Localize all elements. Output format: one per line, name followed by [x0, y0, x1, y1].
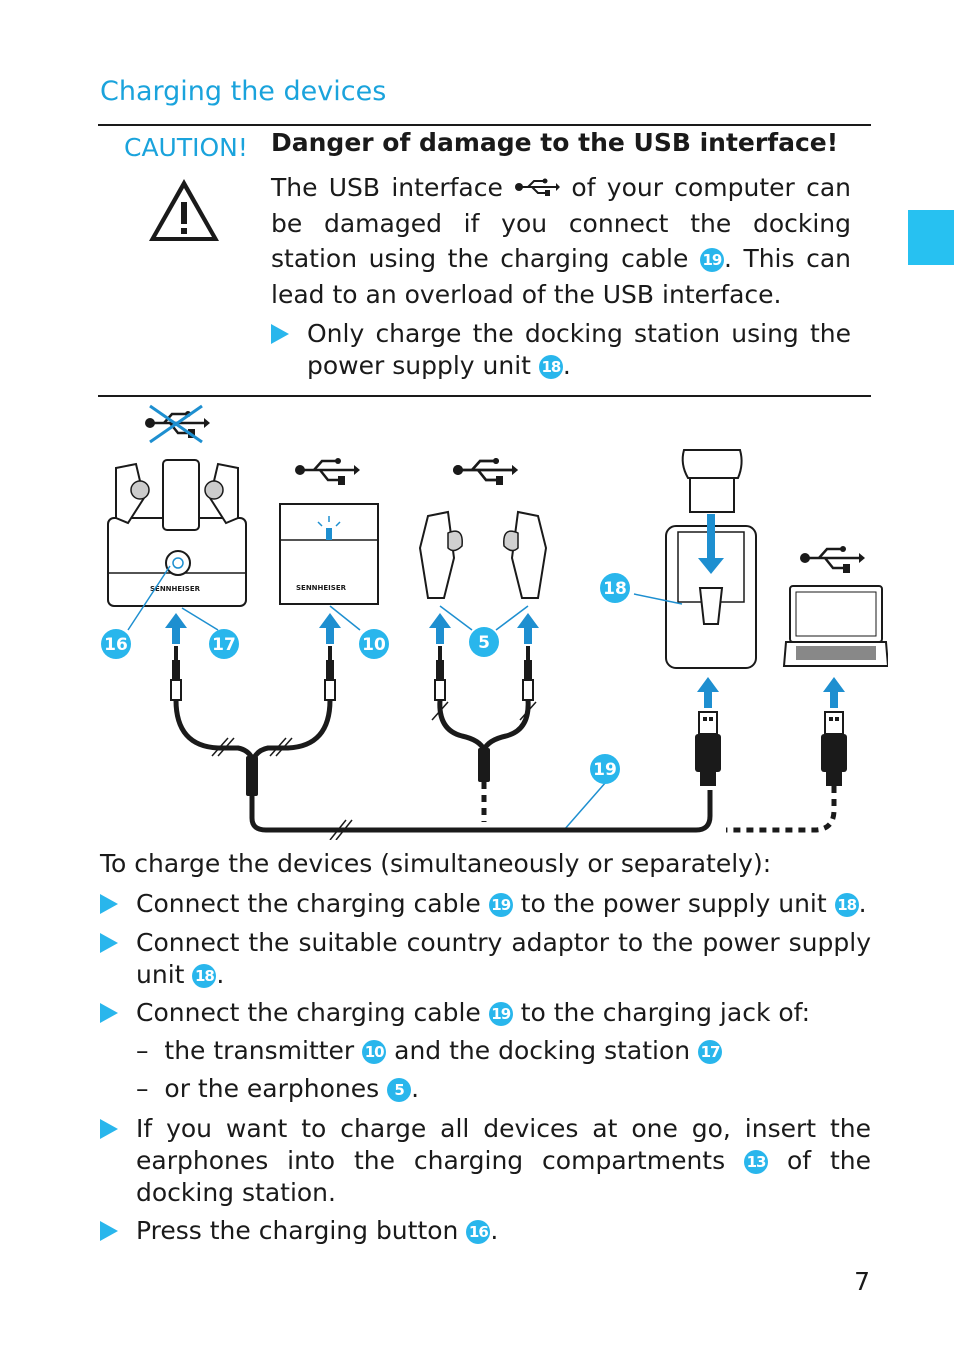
usb-icon — [515, 178, 561, 196]
bullet-arrow-icon — [100, 1119, 118, 1139]
callout-17: 17 — [212, 635, 236, 655]
laptop-drawing — [782, 544, 888, 667]
ref-badge-earphones: 5 — [387, 1078, 412, 1102]
top-rule — [98, 124, 871, 126]
ref-badge-charging-cable: 19 — [699, 248, 724, 272]
caution-title: Danger of damage to the USB interface! — [271, 128, 839, 157]
bottom-rule — [98, 395, 871, 397]
ref-badge-transmitter: 10 — [362, 1040, 387, 1064]
bullet-arrow-icon — [271, 324, 289, 344]
callout-5: 5 — [478, 633, 490, 653]
ref-badge-docking-station: 17 — [698, 1040, 723, 1064]
step-4-text-2: of the docking station. — [136, 1146, 872, 1207]
dash-mark: – — [136, 1074, 149, 1103]
docking-station-drawing: SENNHEISER — [107, 459, 247, 607]
brand-logo-dock: SENNHEISER — [150, 585, 201, 593]
dash-mark: – — [136, 1036, 149, 1065]
section-heading: Charging the devices — [100, 76, 387, 107]
caution-paragraph: The USB interface of your computer can b… — [271, 170, 851, 312]
callout-19: 19 — [593, 760, 617, 780]
bullet-arrow-icon — [100, 894, 118, 914]
step-3-text-2: to the charging jack of: — [520, 998, 810, 1027]
ref-badge-charging-button: 16 — [466, 1220, 491, 1244]
sub-item-1-text: the transmitter — [164, 1036, 355, 1065]
bullet-arrow-icon — [100, 1221, 118, 1241]
ref-badge-charging-cable: 19 — [488, 893, 513, 917]
ref-badge-charging-cable: 19 — [488, 1002, 513, 1026]
instructions-intro: To charge the devices (simultaneously or… — [100, 849, 772, 878]
ref-badge-power-supply: 18 — [834, 893, 859, 917]
step-1-text: Connect the charging cable — [136, 889, 481, 918]
step-1-end: . — [858, 889, 867, 918]
transmitter-drawing: SENNHEISER — [279, 456, 379, 605]
step-1-text-2: to the power supply unit — [520, 889, 827, 918]
ref-badge-compartments: 13 — [744, 1150, 769, 1174]
callout-10: 10 — [362, 635, 386, 655]
step-3-text: Connect the charging cable — [136, 998, 481, 1027]
sub-item-1-text-2: and the docking station — [394, 1036, 691, 1065]
earphones-drawing — [418, 456, 548, 599]
page-number: 7 — [854, 1267, 870, 1296]
chapter-tab-marker — [908, 210, 954, 265]
sub-item-earphones: – or the earphones 5. — [136, 1074, 419, 1103]
callout-18: 18 — [603, 579, 627, 599]
sub-item-2-end: . — [411, 1074, 420, 1103]
sub-item-2-text: or the earphones — [164, 1074, 380, 1103]
warning-triangle-icon — [149, 179, 219, 241]
step-2-text: Connect the suitable country adaptor to … — [136, 928, 871, 989]
caution-text-2: of your computer can be damaged if you c… — [271, 173, 852, 273]
bullet-arrow-icon — [100, 1003, 118, 1023]
caution-text-3: . This can lead to an overload of the US… — [271, 244, 851, 309]
ref-badge-power-supply: 18 — [192, 964, 217, 988]
caution-text-1: The USB interface — [271, 173, 503, 202]
caution-action-end: . — [562, 351, 571, 380]
step-5-text: Press the charging button — [136, 1216, 459, 1245]
step-2-end: . — [216, 960, 225, 989]
step-4-text: If you want to charge all devices at one… — [136, 1114, 871, 1175]
caution-action-text: Only charge the docking station using th… — [307, 319, 851, 380]
bullet-arrow-icon — [100, 933, 118, 953]
step-5-end: . — [490, 1216, 499, 1245]
power-supply-drawing — [665, 449, 757, 669]
ref-badge-power-supply: 18 — [538, 355, 563, 379]
caution-label: CAUTION! — [124, 133, 248, 162]
charging-illustration: SENNHEISER SENNHEISER — [101, 404, 888, 840]
sub-item-transmitter: – the transmitter 10 and the docking sta… — [136, 1036, 723, 1065]
callout-16: 16 — [104, 635, 128, 655]
usb-crossed-icon — [143, 404, 212, 444]
brand-logo-transmitter: SENNHEISER — [296, 584, 347, 592]
